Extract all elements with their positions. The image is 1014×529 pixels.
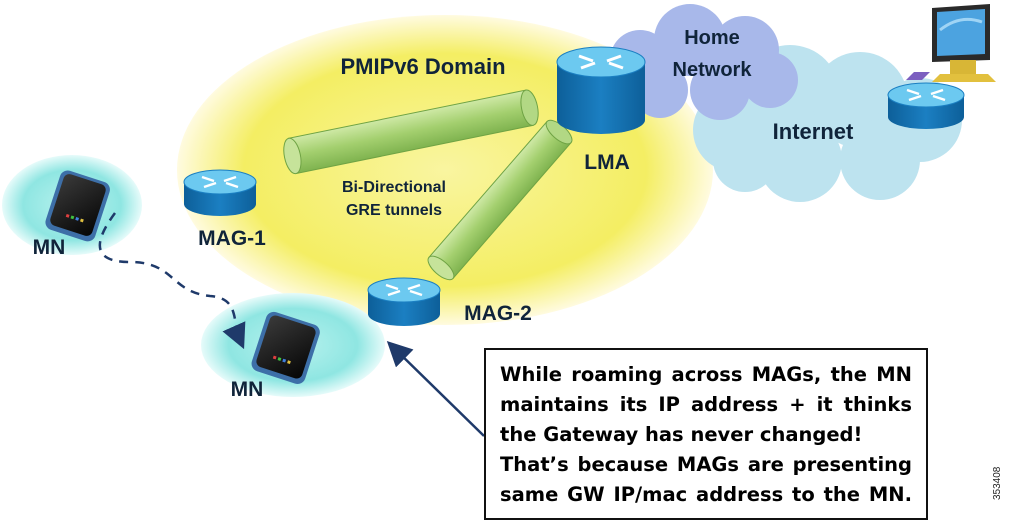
callout-line-4: That’s because MAGs are presenting: [500, 453, 912, 476]
mag1-router-icon: [183, 169, 257, 216]
domain-label: PMIPv6 Domain: [340, 54, 505, 79]
explanation-callout: While roaming across MAGs, the MN mainta…: [484, 348, 928, 520]
mn2-phone-icon: [251, 311, 320, 385]
mag2-router-icon: [367, 277, 441, 326]
lma-router-icon: [556, 46, 646, 134]
home-network-label-line2: Network: [673, 59, 753, 81]
mn2-label: MN: [231, 378, 264, 401]
mag1-label: MAG-1: [198, 227, 266, 250]
callout-line-1: While roaming across MAGs, the MN: [500, 363, 912, 386]
home-network-label-line1: Home: [684, 27, 740, 49]
roaming-path: [98, 212, 246, 350]
mn1-label: MN: [33, 236, 66, 259]
callout-line-5: same GW IP/mac address to the MN.: [500, 483, 912, 506]
internet-label: Internet: [773, 119, 854, 144]
callout-line-2: maintains its IP address + it thinks: [500, 393, 912, 416]
gre-tunnel-mag1-lma: [283, 89, 539, 175]
tunnels-label-line1: Bi-Directional: [342, 179, 446, 196]
callout-line-3: the Gateway has never changed!: [500, 423, 863, 446]
tunnels-label-line2: GRE tunnels: [346, 202, 442, 219]
callout-pointer: [386, 341, 485, 437]
figure-id: 353408: [992, 466, 1003, 500]
host-computer-icon: [906, 4, 996, 82]
lma-label: LMA: [584, 151, 630, 174]
mn1-phone-icon: [45, 170, 110, 242]
mag2-label: MAG-2: [464, 302, 532, 325]
internet-router-icon: [887, 82, 965, 129]
